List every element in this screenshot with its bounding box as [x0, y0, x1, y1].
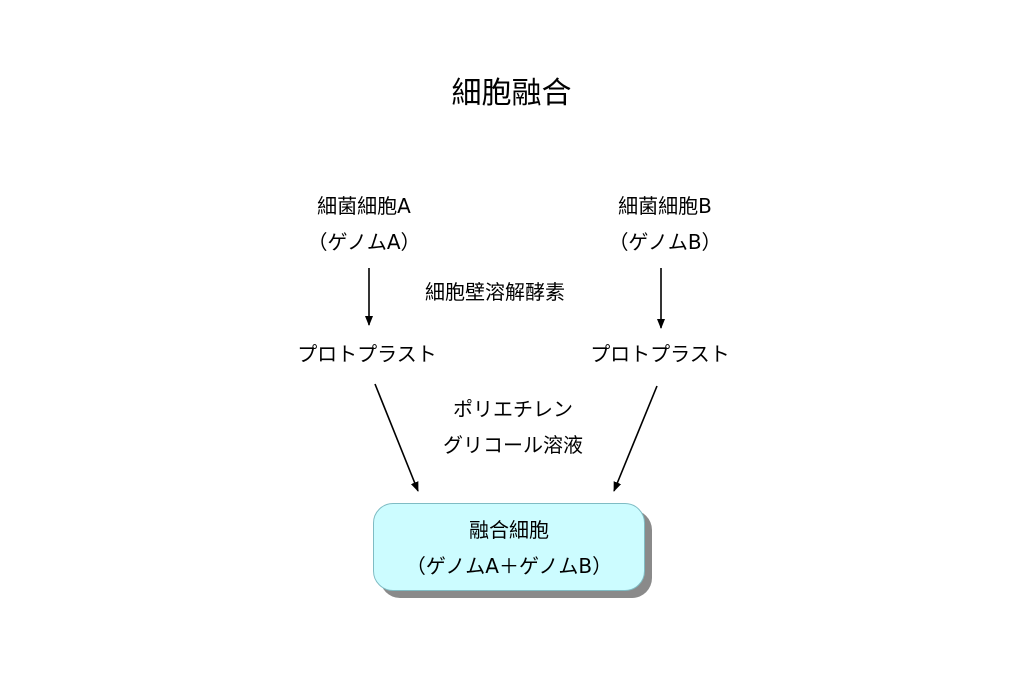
- fused-cell-genome: （ゲノムA＋ゲノムB）: [405, 554, 613, 578]
- diagram-title: 細胞融合: [451, 76, 572, 111]
- fusion-agent-line2: グリコール溶液: [443, 433, 583, 457]
- bacterial-cell-b-label: 細菌細胞B （ゲノムB）: [565, 188, 765, 260]
- fusion-agent-label: ポリエチレン グリコール溶液: [393, 391, 633, 463]
- arrow-protoplast-b-to-fused-cell: [613, 385, 658, 492]
- cell-a-genome: （ゲノムA）: [307, 230, 421, 254]
- protoplast-b-label: プロトプラスト: [590, 342, 730, 366]
- cell-a-name: 細菌細胞A: [317, 194, 411, 218]
- bacterial-cell-a-label: 細菌細胞A （ゲノムA）: [264, 188, 464, 260]
- fused-cell-box: 融合細胞 （ゲノムA＋ゲノムB）: [373, 503, 645, 591]
- protoplast-a-label: プロトプラスト: [297, 342, 437, 366]
- cell-b-genome: （ゲノムB）: [608, 230, 722, 254]
- enzyme-label: 細胞壁溶解酵素: [425, 280, 565, 304]
- arrow-protoplast-a-to-fused-cell: [374, 383, 419, 492]
- fused-cell-name: 融合細胞: [469, 518, 549, 542]
- fusion-agent-line1: ポリエチレン: [453, 397, 573, 421]
- cell-b-name: 細菌細胞B: [618, 194, 712, 218]
